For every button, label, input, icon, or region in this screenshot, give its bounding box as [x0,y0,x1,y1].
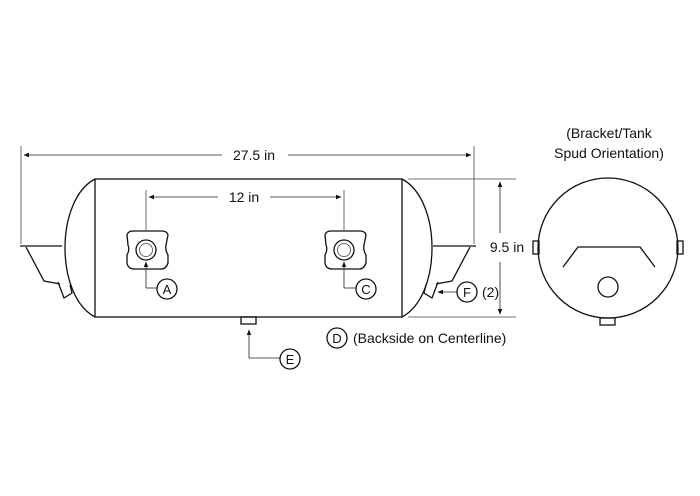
port-spacing-label: 12 in [229,189,259,205]
left-dome [64,178,96,318]
callout-c-letter: C [361,282,370,297]
callout-d-letter: D [332,331,341,346]
end-view-bracket [562,246,656,268]
bottom-spud-e [240,316,257,325]
end-view-left-tab [532,240,540,255]
end-view-bottom-spud [599,317,616,326]
callout-e: E [246,329,301,370]
right-mounting-bracket [423,245,476,299]
callout-c: C [341,261,377,300]
end-view-title-line1: (Bracket/Tank [566,125,653,141]
port-a [126,230,169,270]
dimension-port-spacing: 12 in [145,189,345,230]
callout-e-letter: E [286,352,295,367]
callout-f: F (2) [437,281,499,303]
overall-length-label: 27.5 in [233,147,275,163]
callout-d-note: (Backside on Centerline) [353,330,506,346]
callout-f-note: (2) [482,284,499,300]
port-c [324,230,367,270]
left-mounting-bracket [20,245,73,299]
callout-a: A [143,261,178,300]
callout-d: D (Backside on Centerline) [326,327,506,349]
tank-end-view: (Bracket/Tank Spud Orientation) [532,125,684,326]
callout-f-letter: F [463,285,471,300]
right-dome [401,178,433,318]
dimension-diameter: 9.5 in [408,178,524,318]
diameter-label: 9.5 in [490,239,524,255]
end-view-title-line2: Spud Orientation) [554,145,664,161]
dimension-overall-length: 27.5 in [20,146,475,244]
end-view-right-tab [676,240,684,255]
callout-a-letter: A [163,282,172,297]
end-view-spud-port [597,276,619,298]
